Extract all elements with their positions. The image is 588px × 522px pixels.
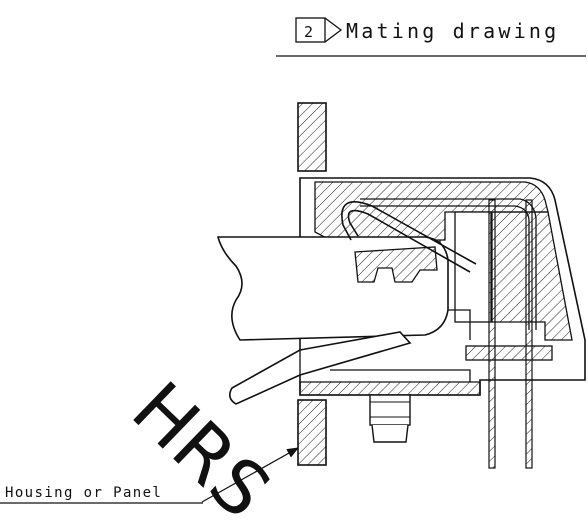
lever-body xyxy=(228,331,412,405)
note-number: 2 xyxy=(304,23,313,41)
note-arrow-icon xyxy=(324,17,343,43)
drawing-title: Mating drawing xyxy=(346,19,559,43)
terminal-plate xyxy=(465,345,553,361)
callout-leader-arrow xyxy=(201,447,300,503)
panel-upper-section xyxy=(297,102,327,172)
pin-front xyxy=(488,199,496,469)
housing-inner-ledge xyxy=(330,369,471,382)
contact-outer-arm xyxy=(347,209,471,273)
panel-lower-section xyxy=(297,399,327,466)
actuator-lever xyxy=(228,331,412,405)
housing-bottom-wall xyxy=(299,381,481,396)
panel-wall xyxy=(297,102,327,466)
note-number-box xyxy=(295,17,326,43)
cable-stiffener xyxy=(354,246,438,283)
mounting-peg xyxy=(369,394,411,443)
title-block: 2 Mating drawing xyxy=(276,17,586,57)
pin-rear xyxy=(525,199,533,469)
pcb-pins xyxy=(488,199,533,469)
flat-cable xyxy=(216,236,449,341)
housing-callout: Housing or Panel xyxy=(0,447,300,504)
peg-tip xyxy=(371,424,409,443)
peg-top xyxy=(369,394,411,426)
callout-label: Housing or Panel xyxy=(5,485,162,501)
